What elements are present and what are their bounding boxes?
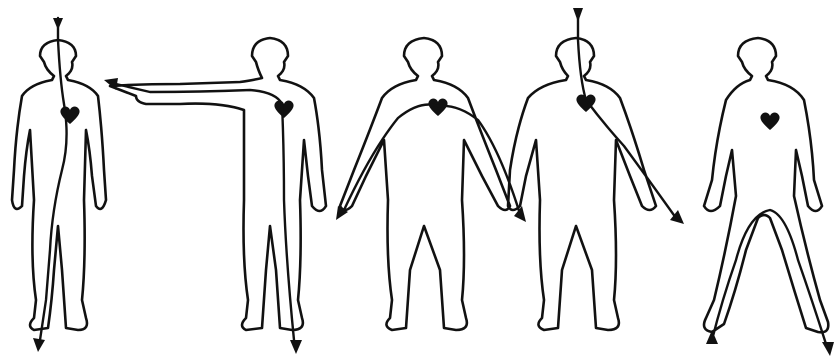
figure-5: [704, 38, 834, 356]
figure-1-heart-icon: [60, 107, 79, 124]
figure-1-arrow-bottom-icon: [33, 338, 45, 352]
figure-2-arrow-hand-icon: [104, 78, 118, 90]
figure-2-current-path: [116, 84, 294, 340]
figure-3-heart-icon: [428, 99, 447, 116]
figure-2: [104, 38, 326, 354]
figure-3-body-outline: [340, 38, 510, 330]
figure-2-body-outline: [110, 38, 326, 330]
figure-2-arrow-foot-icon: [290, 340, 302, 354]
figure-1-arrow-top-icon: [53, 18, 63, 30]
figure-4: [508, 8, 684, 330]
figure-3: [336, 38, 526, 330]
figure-5-heart-icon: [760, 113, 779, 130]
figure-5-arrow-right-foot-icon: [822, 342, 834, 356]
figure-1: [12, 18, 106, 352]
figure-5-body-outline: [704, 38, 828, 332]
figure-4-arrow-top-icon: [573, 8, 583, 22]
figure-2-heart-icon: [274, 101, 293, 118]
